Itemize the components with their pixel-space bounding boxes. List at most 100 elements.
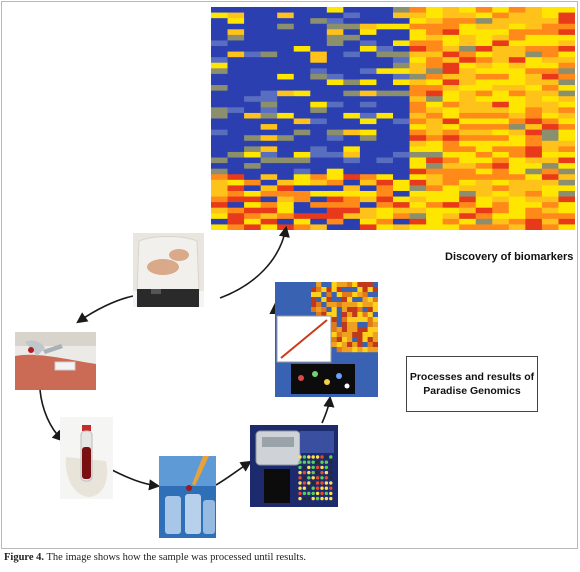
heatmap-cell bbox=[359, 140, 378, 147]
heatmap-cell bbox=[343, 118, 361, 125]
heatmap-cell bbox=[426, 224, 444, 230]
heatmap-cell bbox=[343, 12, 361, 19]
heatmap-cell bbox=[244, 124, 262, 131]
heatmap-cell bbox=[459, 112, 477, 120]
heatmap-cell bbox=[211, 23, 229, 30]
heatmap-cell bbox=[227, 73, 245, 81]
heatmap-cell bbox=[326, 40, 344, 47]
heatmap-cell bbox=[211, 196, 229, 203]
heatmap-cell bbox=[508, 107, 526, 114]
heatmap-cell bbox=[558, 112, 575, 120]
heatmap-cell bbox=[293, 118, 311, 125]
heatmap-cell bbox=[508, 196, 526, 203]
heatmap-cell bbox=[409, 51, 427, 58]
heatmap-cell bbox=[310, 112, 328, 120]
heatmap-cell bbox=[492, 62, 510, 69]
heatmap-cell bbox=[326, 73, 344, 81]
heatmap-cell bbox=[459, 185, 477, 192]
heatmap-cell bbox=[376, 79, 394, 86]
heatmap-cell bbox=[426, 46, 444, 53]
heatmap-cell bbox=[260, 12, 278, 19]
heatmap-cell bbox=[376, 51, 394, 58]
heatmap-cell bbox=[426, 174, 444, 181]
heatmap-cell bbox=[459, 157, 477, 164]
heatmap-cell bbox=[376, 29, 394, 36]
heatmap-cell bbox=[409, 40, 427, 47]
heatmap-cell bbox=[359, 151, 378, 159]
heatmap-cell bbox=[558, 213, 575, 220]
heatmap-cell bbox=[227, 213, 245, 220]
heatmap-cell bbox=[409, 96, 427, 103]
heatmap-cell bbox=[508, 51, 526, 58]
heatmap-cell bbox=[442, 12, 460, 19]
heatmap-cell bbox=[475, 224, 493, 230]
heatmap-cell bbox=[525, 207, 543, 214]
heatmap-cell bbox=[459, 51, 477, 58]
heatmap-cell bbox=[492, 151, 510, 159]
heatmap-cell bbox=[260, 23, 278, 30]
heatmap-cell bbox=[541, 62, 560, 69]
heatmap-cell bbox=[541, 174, 560, 181]
heatmap-cell bbox=[359, 157, 378, 164]
heatmap-cell bbox=[244, 168, 262, 175]
heatmap-cell bbox=[541, 7, 560, 14]
heatmap-cell bbox=[211, 57, 229, 64]
heatmap-cell bbox=[442, 218, 460, 226]
heatmap-cell bbox=[211, 79, 229, 86]
heatmap-cell bbox=[459, 218, 477, 226]
heatmap-cell bbox=[459, 79, 477, 86]
heatmap-cell bbox=[508, 129, 526, 136]
heatmap-cell bbox=[525, 163, 543, 170]
heatmap-cell bbox=[525, 213, 543, 220]
heatmap-cell bbox=[492, 96, 510, 103]
heatmap-cell bbox=[426, 190, 444, 198]
heatmap-cell bbox=[508, 179, 526, 186]
heatmap-cell bbox=[310, 85, 328, 92]
heatmap-cell bbox=[393, 179, 411, 186]
heatmap-cell bbox=[541, 68, 560, 75]
heatmap-cell bbox=[426, 202, 444, 209]
heatmap-cell bbox=[260, 213, 278, 220]
heatmap-cell bbox=[426, 62, 444, 69]
heatmap-cell bbox=[260, 29, 278, 36]
heatmap-cell bbox=[541, 40, 560, 47]
heatmap-cell bbox=[442, 96, 460, 103]
heatmap-cell bbox=[508, 112, 526, 120]
heatmap-cell bbox=[260, 79, 278, 86]
heatmap-cell bbox=[359, 179, 378, 186]
heatmap-cell bbox=[326, 85, 344, 92]
heatmap-cell bbox=[426, 107, 444, 114]
heatmap-cell bbox=[343, 96, 361, 103]
heatmap-cell bbox=[459, 46, 477, 53]
heatmap-cell bbox=[277, 163, 295, 170]
heatmap-cell bbox=[244, 174, 262, 181]
heatmap-cell bbox=[326, 46, 344, 53]
heatmap-cell bbox=[310, 12, 328, 19]
heatmap-cell bbox=[244, 185, 262, 192]
heatmap-cell bbox=[227, 218, 245, 226]
heatmap-cell bbox=[475, 179, 493, 186]
heatmap-cell bbox=[293, 18, 311, 25]
heatmap-cell bbox=[293, 179, 311, 186]
heatmap-cell bbox=[211, 62, 229, 69]
heatmap-cell bbox=[359, 213, 378, 220]
heatmap-cell bbox=[508, 40, 526, 47]
heatmap-cell bbox=[277, 73, 295, 81]
heatmap-cell bbox=[508, 57, 526, 64]
heatmap-cell bbox=[227, 196, 245, 203]
heatmap-cell bbox=[409, 118, 427, 125]
heatmap-cell bbox=[409, 112, 427, 120]
heatmap-cell bbox=[277, 112, 295, 120]
heatmap-cell bbox=[558, 190, 575, 198]
heatmap-cell bbox=[409, 202, 427, 209]
heatmap-cell bbox=[442, 135, 460, 142]
heatmap-cell bbox=[409, 168, 427, 175]
heatmap-cell bbox=[442, 146, 460, 153]
heatmap-cell bbox=[211, 85, 229, 92]
heatmap-cell bbox=[260, 107, 278, 114]
heatmap-cell bbox=[459, 179, 477, 186]
heatmap-cell bbox=[293, 207, 311, 214]
heatmap-cell bbox=[260, 207, 278, 214]
heatmap-cell bbox=[326, 112, 344, 120]
heatmap-cell bbox=[376, 146, 394, 153]
